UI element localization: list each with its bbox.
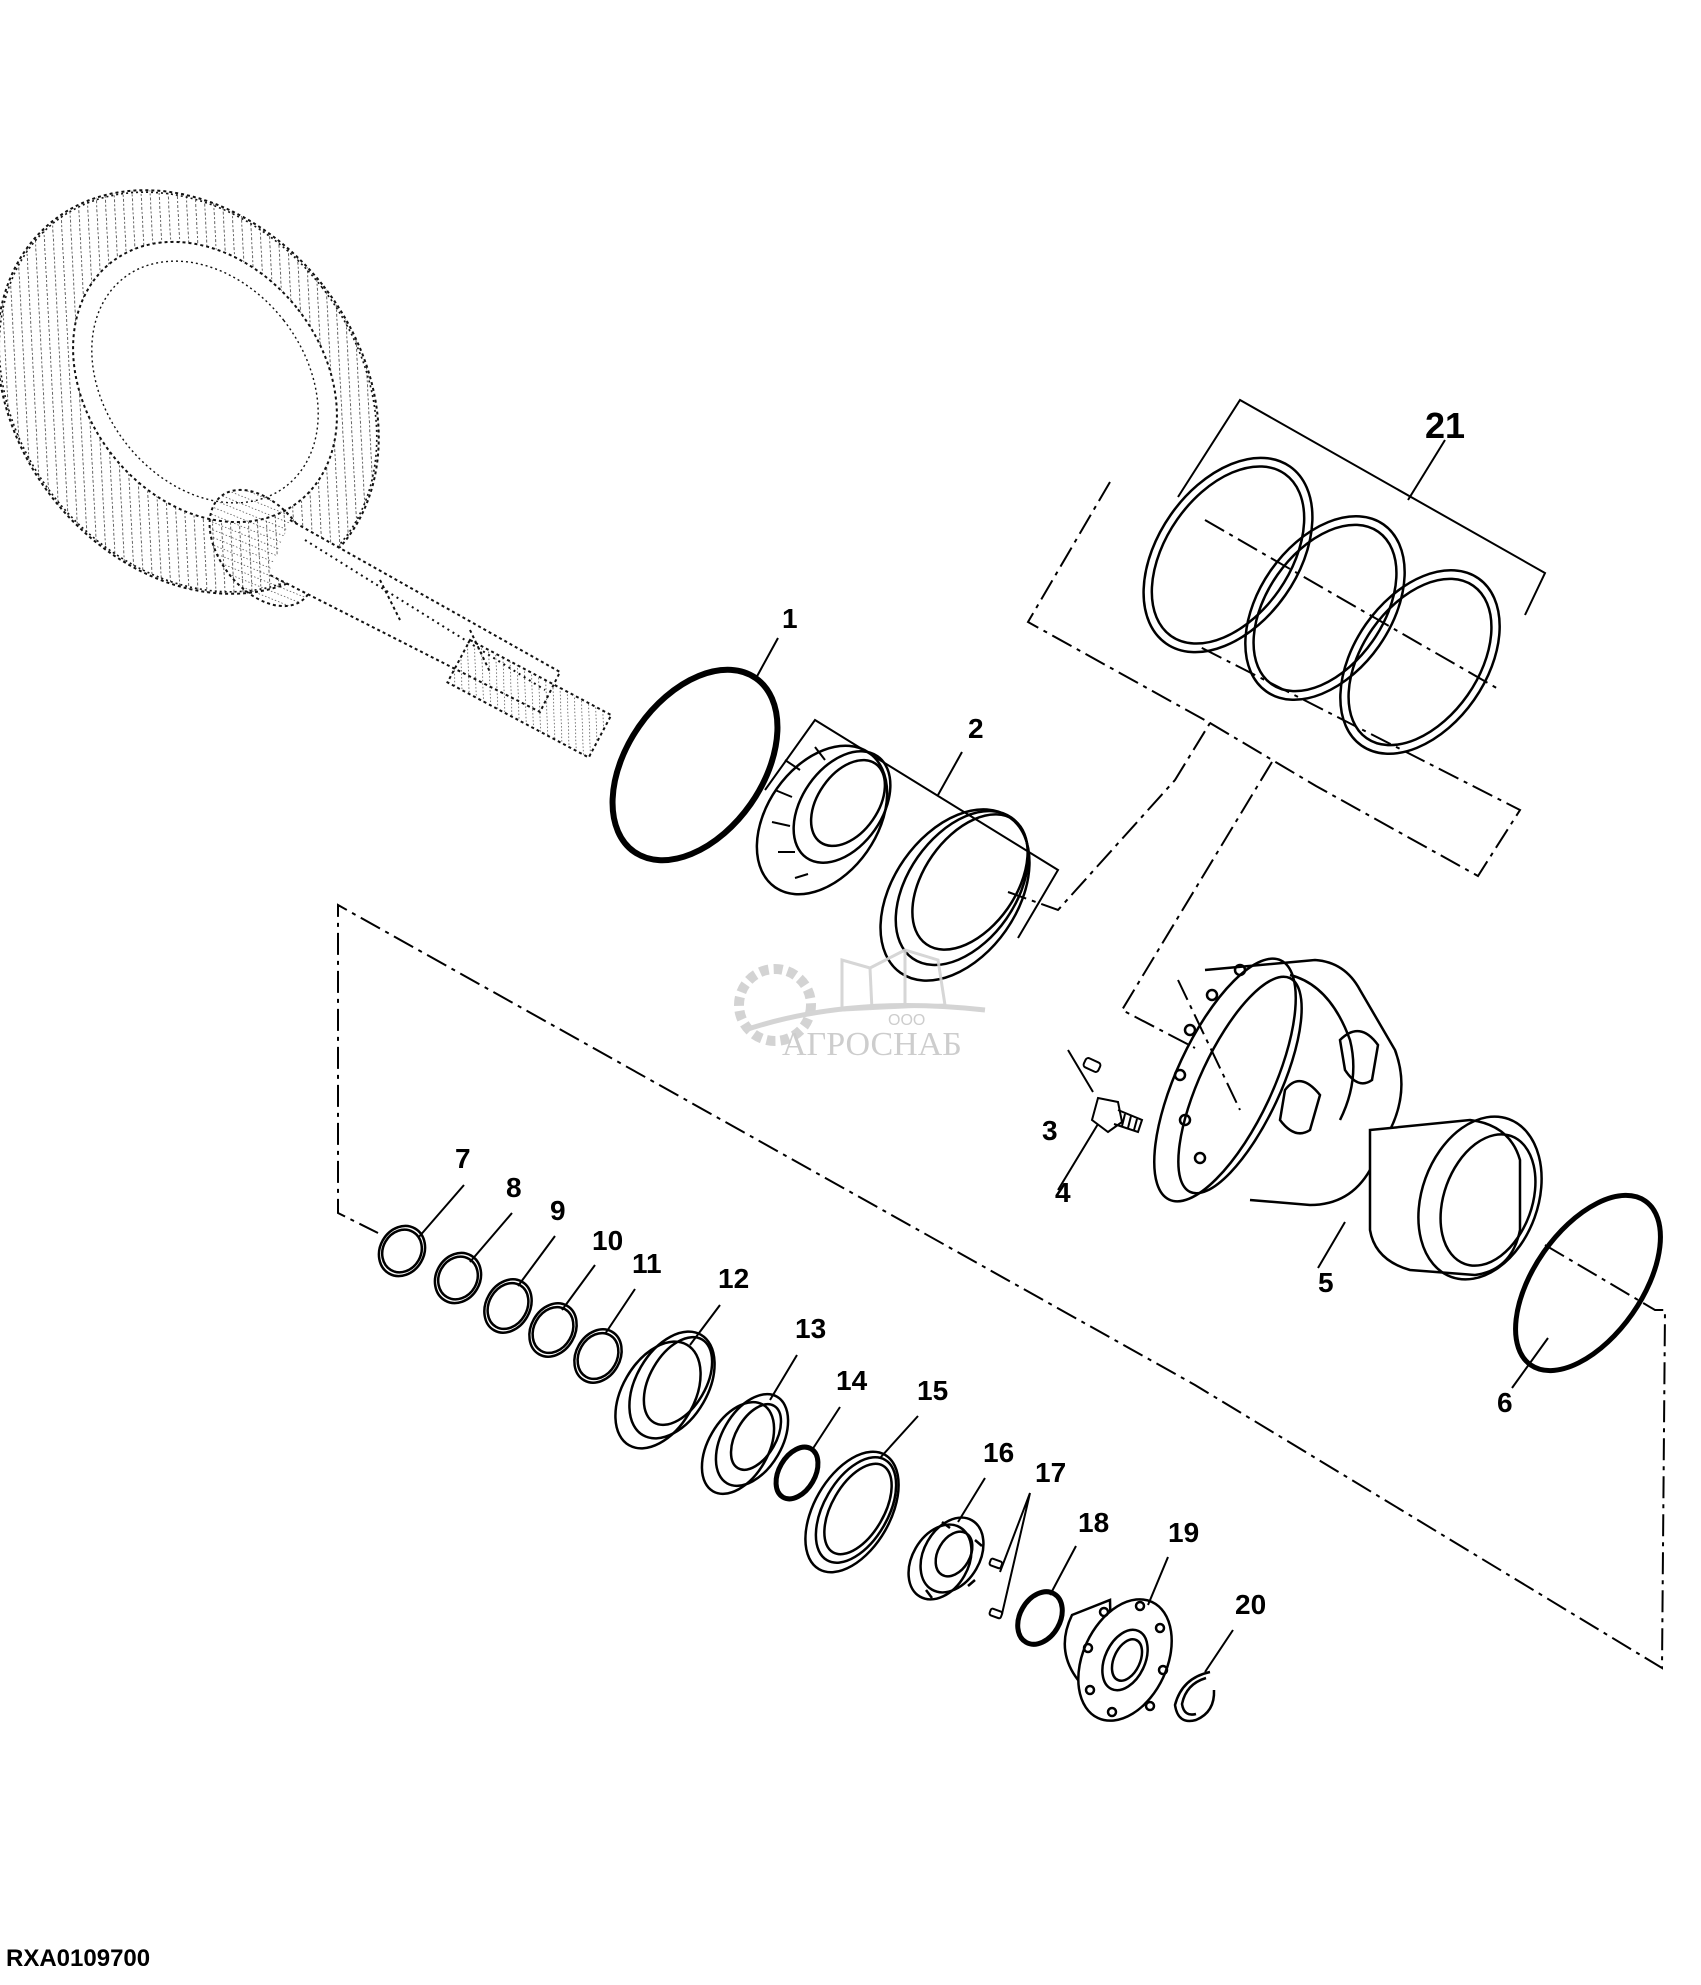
- callout-labels: 1 2 3 4 5 6 7 8 9 10 11 12 13 14 15 16 1…: [455, 405, 1513, 1620]
- part-3-plug: [1082, 1057, 1102, 1073]
- callout-6: 6: [1497, 1387, 1513, 1418]
- callout-8: 8: [506, 1172, 522, 1203]
- part-17-pins: [988, 1557, 1004, 1620]
- callout-18: 18: [1078, 1507, 1109, 1538]
- watermark-prefix: ООО: [888, 1012, 925, 1029]
- part-21-shims: [1142, 456, 1501, 755]
- part-15-seal: [804, 1450, 900, 1574]
- callout-2: 2: [968, 713, 984, 744]
- bracket-part-21: [1177, 398, 1547, 616]
- callout-9: 9: [550, 1195, 566, 1226]
- watermark-logo: ООО АГРОСНАБ: [734, 948, 986, 1063]
- callout-3: 3: [1042, 1115, 1058, 1146]
- callout-21: 21: [1425, 405, 1465, 446]
- part-6-snap-ring: [1513, 1192, 1663, 1374]
- callout-14: 14: [836, 1365, 868, 1396]
- leader-lines: [417, 637, 1549, 1673]
- part-14-o-ring: [773, 1444, 821, 1502]
- part-13-cone: [700, 1392, 790, 1496]
- callout-16: 16: [983, 1437, 1014, 1468]
- callout-19: 19: [1168, 1517, 1199, 1548]
- part-18-o-ring: [1015, 1589, 1065, 1647]
- callout-13: 13: [795, 1313, 826, 1344]
- part-16-nut: [907, 1516, 985, 1601]
- callout-5: 5: [1318, 1267, 1334, 1298]
- parts-7-11-rings: [377, 1224, 623, 1384]
- ring-gear-reference: [0, 189, 380, 595]
- part-12-cup: [614, 1330, 716, 1450]
- part-4-bolt: [1090, 1096, 1144, 1134]
- callout-4: 4: [1055, 1177, 1071, 1208]
- drawing-reference-code: RXA0109700: [6, 1945, 151, 1972]
- part-19-flange: [1063, 1598, 1173, 1722]
- bracket-part-2: [764, 718, 1060, 939]
- callout-15: 15: [917, 1375, 948, 1406]
- callout-11: 11: [632, 1248, 662, 1279]
- part-20-retaining-ring: [1173, 1670, 1216, 1723]
- part-2-bearing: [755, 744, 1031, 982]
- callout-1: 1: [782, 603, 798, 634]
- part-5-housing: [1153, 957, 1543, 1281]
- assembly-guide-lines: [337, 481, 1667, 1670]
- pinion-shaft-reference: [208, 488, 613, 759]
- watermark-name: АГРОСНАБ: [782, 1026, 962, 1063]
- callout-7: 7: [455, 1143, 471, 1174]
- callout-12: 12: [718, 1263, 749, 1294]
- callout-20: 20: [1235, 1589, 1266, 1620]
- callout-17: 17: [1035, 1457, 1066, 1488]
- callout-10: 10: [592, 1225, 623, 1256]
